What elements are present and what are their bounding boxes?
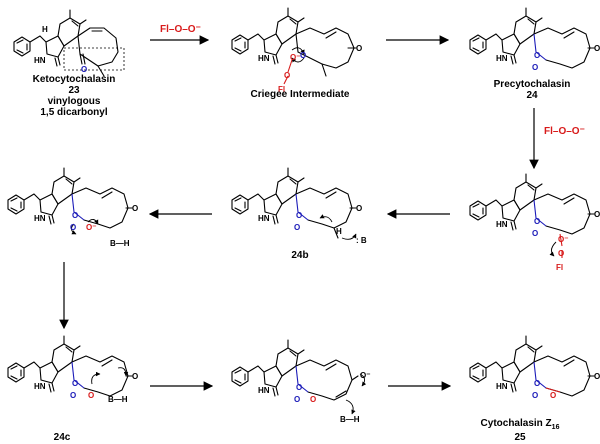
atom-o-carbonyl: O — [532, 63, 538, 72]
atom-h: H — [336, 227, 342, 236]
atom-nh: HN — [496, 220, 508, 229]
label-vinylogous: vinylogous — [48, 96, 101, 107]
structure-compound-24c: HN O O O O — [7, 335, 138, 400]
atom-nh: HN — [34, 214, 46, 223]
structure-cytochalasin-z16-25: HN O O O O — [469, 335, 600, 400]
atom-o-ketone: O — [132, 204, 138, 213]
atom-base: : B — [356, 236, 367, 245]
atom-fl: Fl — [556, 263, 563, 272]
atom-o-carbonyl: O — [294, 395, 300, 404]
atom-o-carbonyl: O — [532, 391, 538, 400]
atom-nh: HN — [34, 382, 46, 391]
atom-o-ester: O — [534, 217, 540, 226]
atom-o-ketone: O — [356, 44, 362, 53]
atom-o-ester: O — [72, 211, 78, 220]
atom-o-keto: O — [81, 65, 87, 74]
structure-precytochalasin-24: HN O O O — [469, 7, 600, 72]
atom-o-ester: O — [534, 379, 540, 388]
atom-bh-row2: B—H — [110, 239, 130, 248]
structure-enolate: HN O O O⁻ O — [7, 167, 138, 235]
label-ketocytochalasin: Ketocytochalasin — [33, 74, 116, 85]
label-compound-25: 25 — [514, 432, 526, 443]
atom-nh: HN — [496, 382, 508, 391]
atom-o-red: O — [558, 249, 564, 258]
atom-o-ketone: O — [356, 204, 362, 213]
atom-o-minus: O⁻ — [86, 223, 96, 232]
structure-ketocytochalasin-23: HN H O — [13, 9, 125, 77]
atom-o-blue: O — [300, 51, 306, 60]
atom-nh: HN — [258, 54, 270, 63]
label-compound-24: 24 — [526, 90, 538, 101]
label-criegee: Criegee Intermediate — [251, 89, 350, 100]
atom-nh: HN — [34, 56, 46, 65]
atom-o-ester: O — [296, 211, 302, 220]
atom-h: H — [42, 25, 48, 34]
structure-compound-24b: HN O O H : B O — [231, 167, 367, 245]
atom-o-ketone: O — [594, 372, 600, 381]
label-cytochalasin-name: Cytochalasin Z — [481, 418, 552, 429]
structure-peroxide-adduct: HN O O O⁻ O Fl O — [469, 173, 600, 272]
atom-o-ketone: O — [132, 372, 138, 381]
atom-o-ketone: O — [594, 44, 600, 53]
atom-o-red: O — [284, 71, 290, 80]
atom-o-carbonyl: O — [70, 223, 76, 232]
reagent-fl-oo-top: Fl–O–O⁻ — [160, 24, 201, 35]
atom-nh: HN — [258, 386, 270, 395]
label-compound-24b: 24b — [291, 250, 308, 261]
atom-o-carbonyl: O — [70, 391, 76, 400]
atom-fl: Fl — [278, 85, 285, 94]
structure-criegee-intermediate: HN O O⁻ O Fl O — [231, 7, 362, 94]
atom-o-red: O — [310, 395, 316, 404]
atom-o-red: O — [550, 391, 556, 400]
atom-o-ester: O — [296, 383, 302, 392]
label-dicarbonyl: 1,5 dicarbonyl — [40, 107, 107, 118]
atom-o-minus: O⁻ — [290, 53, 300, 62]
label-compound-23: 23 — [68, 85, 80, 96]
atom-o-ester: O — [72, 379, 78, 388]
reagent-fl-oo-right: Fl–O–O⁻ — [544, 126, 585, 137]
atom-nh: HN — [496, 54, 508, 63]
label-cytochalasin-subscript: 16 — [552, 424, 560, 431]
atom-o-carbonyl: O — [294, 223, 300, 232]
atom-bh-dienolate: B—H — [340, 415, 360, 424]
atom-o-ketone: O — [594, 210, 600, 219]
atom-o-red: O — [88, 391, 94, 400]
atom-o-minus: O⁻ — [360, 371, 370, 380]
structure-dienolate: HN O O O O⁻ B—H — [231, 339, 370, 424]
atom-nh: HN — [258, 214, 270, 223]
atom-bh-row3: B—H — [108, 395, 128, 404]
atom-o-carbonyl: O — [532, 229, 538, 238]
label-compound-24c: 24c — [54, 432, 71, 443]
atom-o-minus: O⁻ — [558, 235, 568, 244]
label-cytochalasin-z16: Cytochalasin Z16 — [481, 418, 560, 431]
atom-o-ester: O — [534, 51, 540, 60]
label-precytochalasin: Precytochalasin — [494, 79, 571, 90]
